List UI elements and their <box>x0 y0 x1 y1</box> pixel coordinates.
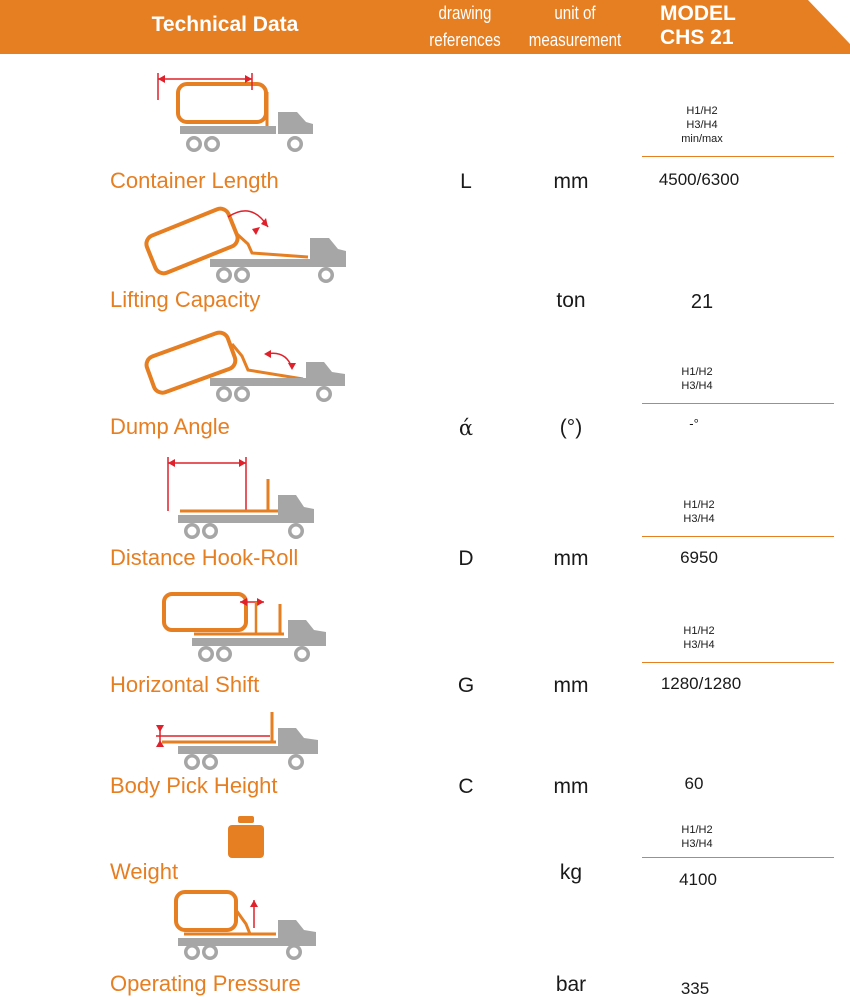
header-model-line-1: MODEL <box>660 2 736 25</box>
note-line: min/max <box>681 133 723 145</box>
header-model-line-2: CHS 21 <box>660 26 734 49</box>
note-line: H3/H4 <box>683 639 715 651</box>
row-label-container-length: Container Length <box>110 168 279 193</box>
row-divider <box>642 403 834 404</box>
row-label-operating-pressure: Operating Pressure <box>110 971 301 996</box>
note-line: H3/H4 <box>683 513 715 525</box>
row-unit-operating-pressure: bar <box>555 973 587 996</box>
row-note-dump-angle: H1/H2 H3/H4 <box>657 365 737 393</box>
truck-dump-angle-icon <box>144 330 345 402</box>
row-value-weight: 4100 <box>679 870 717 889</box>
row-ref-container-length: L <box>460 170 472 193</box>
row-unit-weight: kg <box>559 861 583 884</box>
row-ref-body-pick-height: C <box>458 775 474 798</box>
row-divider <box>642 662 834 663</box>
row-unit-lifting-capacity: ton <box>556 289 586 312</box>
row-value-container-length: 4500/6300 <box>658 170 740 189</box>
header-unit-of-measurement: unit of measurement <box>520 0 629 54</box>
row-note-horizontal-shift: H1/H2 H3/H4 <box>659 624 739 652</box>
row-value-lifting-capacity: 21 <box>690 291 714 313</box>
header-banner <box>0 0 850 54</box>
row-ref-distance-hook-roll: D <box>458 547 474 570</box>
row-ref-dump-angle: ά <box>458 416 474 440</box>
row-label-distance-hook-roll: Distance Hook-Roll <box>110 545 299 570</box>
truck-lifting-icon <box>144 206 346 283</box>
header-refs-line-1: drawing <box>438 3 492 23</box>
row-divider <box>642 536 834 537</box>
note-line: H3/H4 <box>681 838 713 850</box>
row-divider <box>642 857 834 858</box>
truck-container-length-icon <box>157 73 313 152</box>
header-units-line-2: measurement <box>528 30 622 50</box>
table-header: Technical Data drawing references unit o… <box>0 0 850 54</box>
row-label-dump-angle: Dump Angle <box>110 414 230 439</box>
note-line: H1/H2 <box>686 105 718 117</box>
note-line: H3/H4 <box>686 119 718 131</box>
header-units-line-1: unit of <box>554 3 596 23</box>
note-line: H1/H2 <box>681 824 713 836</box>
truck-pressure-icon <box>174 890 316 960</box>
header-model: MODEL CHS 21 <box>660 2 736 50</box>
truck-horizontal-shift-icon <box>162 592 326 662</box>
row-value-operating-pressure: 335 <box>680 979 710 998</box>
row-ref-horizontal-shift: G <box>457 674 475 697</box>
row-label-lifting-capacity: Lifting Capacity <box>110 287 261 312</box>
row-unit-container-length: mm <box>553 170 589 193</box>
row-label-horizontal-shift: Horizontal Shift <box>110 672 260 697</box>
note-line: H1/H2 <box>683 625 715 637</box>
row-note-container-length: H1/H2 H3/H4 min/max <box>662 104 742 146</box>
row-note-distance-hook-roll: H1/H2 H3/H4 <box>659 498 739 526</box>
header-title: Technical Data <box>151 13 299 36</box>
row-value-horizontal-shift: 1280/1280 <box>660 674 742 693</box>
row-value-body-pick-height: 60 <box>684 774 704 793</box>
row-value-dump-angle: -° <box>689 416 699 431</box>
row-divider <box>642 156 834 157</box>
row-unit-distance-hook-roll: mm <box>553 547 589 570</box>
weight-icon <box>228 816 264 858</box>
truck-hook-roll-icon <box>167 457 314 539</box>
row-unit-body-pick-height: mm <box>553 775 589 798</box>
truck-pick-height-icon <box>156 712 318 770</box>
row-unit-dump-angle: (°) <box>559 416 583 439</box>
header-drawing-references: drawing references <box>415 0 516 54</box>
header-refs-line-2: references <box>429 30 501 50</box>
row-label-weight: Weight <box>110 859 179 884</box>
row-label-body-pick-height: Body Pick Height <box>110 773 278 798</box>
note-line: H1/H2 <box>681 366 713 378</box>
note-line: H3/H4 <box>681 380 713 392</box>
note-line: H1/H2 <box>683 499 715 511</box>
row-note-weight: H1/H2 H3/H4 <box>657 823 737 851</box>
row-value-distance-hook-roll: 6950 <box>680 548 718 567</box>
row-unit-horizontal-shift: mm <box>553 674 589 697</box>
